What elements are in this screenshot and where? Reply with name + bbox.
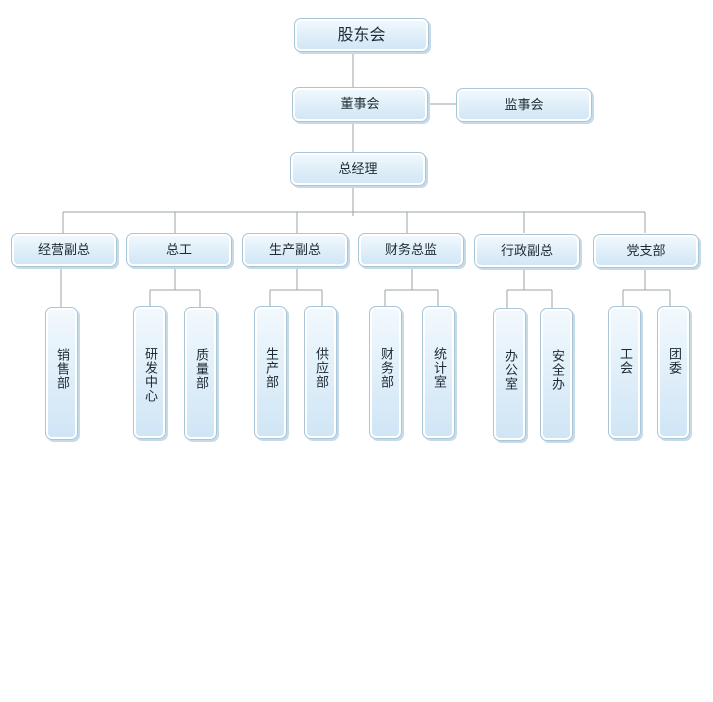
node-production: 生产部: [254, 306, 287, 439]
node-vp-production: 生产副总: [242, 233, 348, 267]
node-rnd-label: 研发中心: [142, 347, 157, 403]
node-board: 董事会: [292, 87, 428, 122]
node-safety: 安全办: [540, 308, 573, 441]
node-vp-production-label: 生产副总: [268, 242, 321, 258]
node-union-label: 工会: [617, 347, 632, 375]
node-quality-label: 质量部: [193, 348, 208, 390]
node-finance: 财务部: [369, 306, 402, 439]
node-vp-operations-label: 经营副总: [37, 242, 90, 258]
node-sales-label: 销售部: [54, 348, 69, 390]
node-finance-label: 财务部: [378, 347, 393, 389]
node-vp-operations: 经营副总: [11, 233, 117, 267]
node-chief-engineer: 总工: [126, 233, 232, 267]
node-party-branch: 党支部: [593, 234, 699, 268]
node-general-manager: 总经理: [290, 152, 426, 186]
node-statistics-label: 统计室: [431, 347, 446, 389]
node-office: 办公室: [493, 308, 526, 441]
node-shareholders-label: 股东会: [337, 25, 386, 44]
node-board-label: 董事会: [340, 97, 380, 112]
node-vp-admin: 行政副总: [474, 234, 580, 268]
node-chief-engineer-label: 总工: [165, 242, 192, 258]
node-vp-admin-label: 行政副总: [500, 243, 553, 259]
node-statistics: 统计室: [422, 306, 455, 439]
node-union: 工会: [608, 306, 641, 439]
node-supervisors: 监事会: [456, 88, 592, 122]
node-finance-director-label: 财务总监: [384, 242, 437, 258]
node-office-label: 办公室: [502, 349, 517, 391]
node-youth-league: 团委: [657, 306, 690, 439]
node-sales: 销售部: [45, 307, 78, 440]
node-production-label: 生产部: [263, 347, 278, 389]
node-safety-label: 安全办: [549, 349, 564, 391]
node-supervisors-label: 监事会: [504, 97, 544, 113]
node-youth-league-label: 团委: [666, 347, 681, 375]
node-rnd: 研发中心: [133, 306, 166, 439]
node-party-branch-label: 党支部: [626, 243, 666, 259]
node-quality: 质量部: [184, 307, 217, 440]
node-general-manager-label: 总经理: [338, 161, 378, 177]
node-supply: 供应部: [304, 306, 337, 439]
node-supply-label: 供应部: [313, 347, 328, 389]
node-finance-director: 财务总监: [358, 233, 464, 267]
node-shareholders: 股东会: [294, 18, 429, 52]
